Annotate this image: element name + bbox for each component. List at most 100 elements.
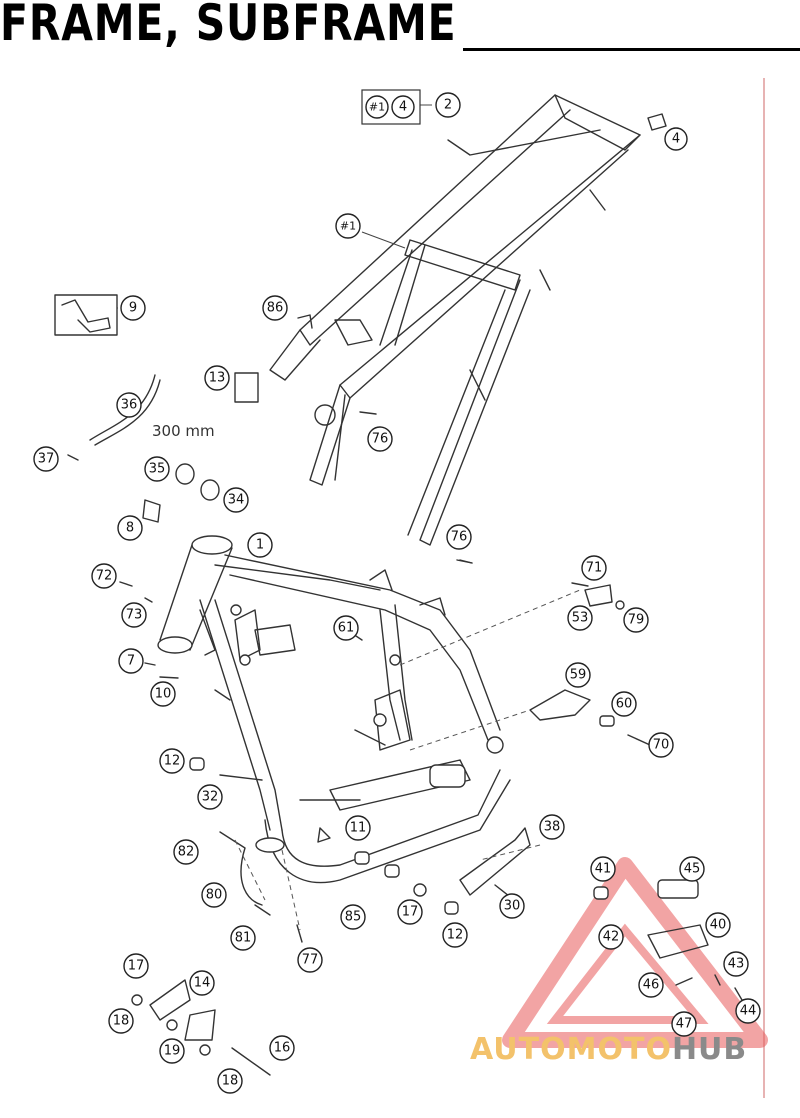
svg-text:#1: #1 [369,101,385,114]
svg-text:76: 76 [451,530,468,545]
svg-text:34: 34 [228,493,245,508]
footrest-assembly [593,879,743,1001]
svg-text:85: 85 [345,910,362,925]
main-frame [157,535,511,884]
callout-38: 38 [539,814,565,840]
svg-text:35: 35 [149,462,166,477]
svg-text:79: 79 [628,613,645,628]
svg-text:45: 45 [684,862,701,877]
bracket-assembly [131,979,271,1076]
kit-box [361,89,421,125]
callout-42: 42 [598,924,624,950]
svg-text:18: 18 [222,1074,239,1089]
callout-82: 82 [173,839,199,865]
callout-43: 43 [723,951,749,977]
margin-rule [763,78,765,1098]
callout-61: 61 [333,615,359,641]
svg-text:16: 16 [274,1041,291,1056]
svg-text:9: 9 [129,301,137,316]
callout-86: 86 [262,295,288,321]
svg-text:30: 30 [504,899,521,914]
svg-text:43: 43 [728,957,745,972]
callout-11: 11 [345,815,371,841]
svg-text:19: 19 [164,1044,181,1059]
callout-85: 85 [340,904,366,930]
lower-frame-parts [189,757,531,943]
callout-76: 76 [367,426,393,452]
subframe-plug [647,113,667,131]
svg-text:59: 59 [570,668,587,683]
svg-text:#1: #1 [340,220,356,233]
callout-79: 79 [623,607,649,633]
title-underline [463,48,800,51]
svg-text:46: 46 [643,978,660,993]
callout-kit-1: #1 [335,213,361,239]
callout-4: 4 [664,127,688,151]
callout-18: 18 [217,1068,243,1094]
svg-text:17: 17 [128,959,145,974]
watermark-logo: AUTOMOTOHUB [470,1032,747,1067]
svg-text:18: 18 [113,1014,130,1029]
callout-2: 2 [435,92,461,118]
callout-71: 71 [581,555,607,581]
callout-8: 8 [117,515,143,541]
callout-16: 16 [269,1035,295,1061]
callout-60: 60 [611,691,637,717]
svg-text:71: 71 [586,561,603,576]
callout-59: 59 [565,662,591,688]
callout-73: 73 [121,602,147,628]
svg-text:1: 1 [256,538,264,553]
svg-text:12: 12 [447,928,464,943]
svg-text:13: 13 [209,371,226,386]
svg-text:60: 60 [616,697,633,712]
callout-80: 80 [201,882,227,908]
svg-text:72: 72 [96,569,113,584]
svg-text:8: 8 [126,521,134,536]
svg-text:4: 4 [672,132,680,147]
page-title: FRAME, SUBFRAME [0,0,457,52]
callout-1: 1 [247,532,273,558]
callout-17: 17 [397,899,423,925]
svg-text:40: 40 [710,918,727,933]
callout-19: 19 [159,1038,185,1064]
callout-13: 13 [204,365,230,391]
svg-text:12: 12 [164,754,181,769]
hose-length-label: 300 mm [152,422,215,440]
svg-text:11: 11 [350,821,367,836]
svg-text:80: 80 [206,888,223,903]
callout-17: 17 [123,953,149,979]
callout-14: 14 [189,970,215,996]
svg-text:17: 17 [402,905,419,920]
callout-47: 47 [671,1011,697,1037]
callout-77: 77 [297,947,323,973]
callout-40: 40 [705,912,731,938]
callout-18: 18 [108,1008,134,1034]
callout-37: 37 [33,446,59,472]
callout-7: 7 [118,648,144,674]
leader-lines [117,104,581,931]
callout-30: 30 [499,893,525,919]
callout-34: 34 [223,487,249,513]
svg-text:10: 10 [155,687,172,702]
svg-text:81: 81 [235,931,252,946]
callout-44: 44 [735,998,761,1024]
callout-72: 72 [91,563,117,589]
callout-46: 46 [638,972,664,998]
svg-text:73: 73 [126,608,143,623]
svg-text:36: 36 [121,398,138,413]
subframe [269,94,641,546]
callout-12: 12 [442,922,468,948]
svg-text:44: 44 [740,1004,757,1019]
svg-text:61: 61 [338,621,355,636]
svg-text:82: 82 [178,845,195,860]
svg-text:86: 86 [267,301,284,316]
svg-text:42: 42 [603,930,620,945]
svg-text:7: 7 [127,654,135,669]
callout-kit-1: #1 [365,95,389,119]
callout-45: 45 [679,856,705,882]
svg-text:38: 38 [544,820,561,835]
svg-text:77: 77 [302,953,319,968]
small-parts [54,294,473,679]
svg-text:14: 14 [194,976,211,991]
svg-text:53: 53 [572,611,589,626]
